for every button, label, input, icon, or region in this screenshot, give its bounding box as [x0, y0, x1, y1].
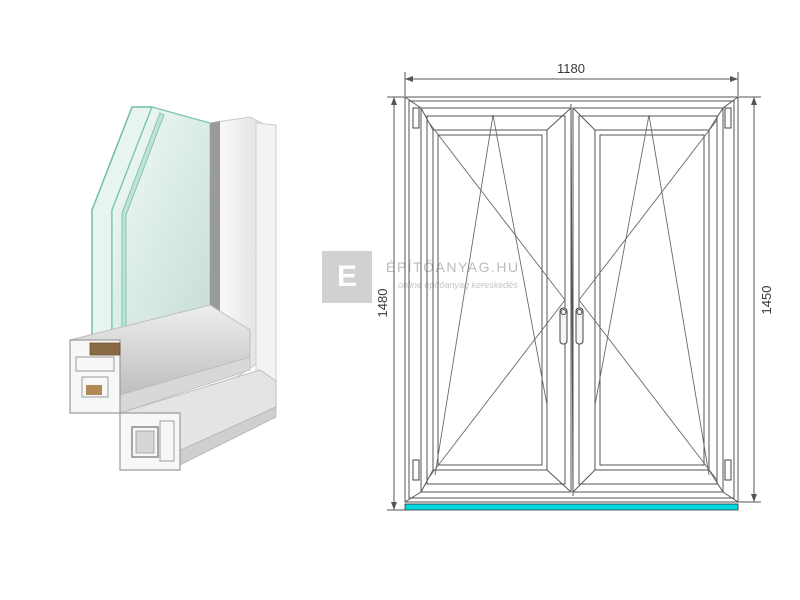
right-sash — [572, 107, 724, 493]
left-height-label: 1480 — [375, 289, 390, 318]
watermark-logo: E — [322, 251, 372, 303]
watermark-title: ÉPÍTŐANYAG.HU — [386, 259, 520, 275]
left-handle — [559, 307, 568, 345]
outer-frame — [404, 96, 739, 503]
window-profile-illustration — [69, 106, 277, 471]
sash-cross-section — [69, 339, 121, 414]
window-sill — [404, 503, 739, 511]
right-handle — [575, 307, 584, 345]
window-technical-drawing: 1180 1480 1450 — [375, 61, 774, 511]
watermark-subtitle: online építőanyag kereskedés — [398, 280, 518, 290]
left-sash — [420, 107, 572, 493]
opening-indicators — [426, 114, 718, 481]
hinges — [412, 107, 732, 481]
right-height-label: 1450 — [759, 286, 774, 315]
width-label: 1180 — [557, 61, 585, 76]
frame-cross-section — [119, 412, 181, 471]
